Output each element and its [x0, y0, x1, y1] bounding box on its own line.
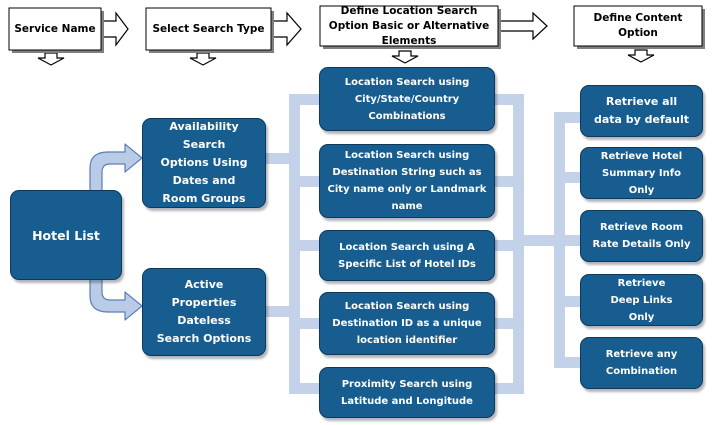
proximity-search-box: Proximity Search using Latitude and Long… [319, 367, 495, 418]
header-box-service [8, 7, 102, 51]
connector-right-loc-5 [494, 383, 514, 394]
content-any-combination-box: Retrieve any Combination [580, 337, 703, 389]
connector-left-loc-1 [289, 94, 321, 105]
hotel-list-box: Hotel List [10, 190, 122, 280]
header-service-name: Service Name [14, 22, 96, 35]
availability-search-box: Availability Search Options Using Dates … [142, 118, 266, 208]
header-select-search-type: Select Search Type [152, 22, 265, 35]
header-arrow-right-3 [498, 11, 548, 41]
connector-content-3 [554, 235, 582, 246]
connector-right-loc-2 [494, 176, 514, 187]
header-arrow-down-1 [37, 52, 65, 66]
connector-right-loc-4 [494, 318, 514, 329]
header-box-location [319, 5, 499, 47]
connector-content-4 [554, 296, 582, 307]
curved-arrow-down [89, 277, 143, 321]
connector-left-loc-2 [289, 176, 321, 187]
active-properties-box: Active Properties Dateless Search Option… [142, 268, 266, 356]
content-room-rate-box: Retrieve Room Rate Details Only [580, 210, 703, 262]
content-hotel-summary-box: Retrieve Hotel Summary Info Only [580, 147, 703, 199]
curved-arrow-up [89, 143, 143, 193]
connector-right-loc-3 [494, 240, 514, 251]
location-city-state-country-box: Location Search using City/State/Country… [319, 67, 495, 131]
connector-join [513, 235, 558, 246]
header-content-option: Define Content Option [593, 12, 683, 39]
connector-right-loc-1 [494, 94, 514, 105]
header-box-search-type [145, 7, 272, 51]
content-all-data-box: Retrieve all data by default [580, 85, 703, 137]
content-deep-links-box: Retrieve Deep Links Only [580, 274, 703, 326]
connector-content-5 [554, 357, 582, 368]
header-arrow-right-1 [104, 11, 129, 47]
connector-content-1 [554, 112, 582, 123]
connector-left-loc-4 [289, 318, 321, 329]
header-arrow-down-3 [391, 50, 419, 64]
connector-content-2 [554, 172, 582, 183]
header-arrow-down-2 [189, 52, 217, 66]
header-arrow-right-2 [274, 11, 302, 47]
header-box-content [573, 5, 703, 47]
location-destination-id-box: Location Search using Destination ID as … [319, 292, 495, 355]
connector-availability [264, 153, 290, 164]
location-hotel-ids-box: Location Search using A Specific List of… [319, 230, 495, 281]
connector-active [264, 306, 290, 317]
connector-left-loc-3 [289, 240, 321, 251]
header-location-option: Define Location Search Option Basic or A… [328, 4, 490, 47]
connector-left-loc-5 [289, 383, 321, 394]
location-destination-string-box: Location Search using Destination String… [319, 144, 495, 218]
header-arrow-down-4 [627, 49, 655, 63]
